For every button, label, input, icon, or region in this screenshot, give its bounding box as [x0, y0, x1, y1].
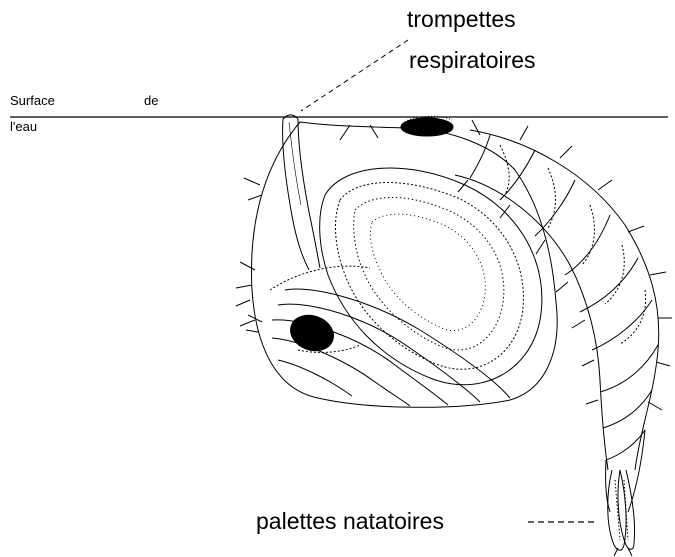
- de-label: de: [144, 94, 158, 107]
- segment-7: [600, 345, 658, 392]
- respiratoires-label: respiratoires: [409, 49, 536, 72]
- cephalothorax-outline: [251, 122, 557, 407]
- abdomen-outline-outer: [470, 130, 659, 470]
- pupa-body: [236, 115, 672, 556]
- trompettes-label: trompettes: [407, 8, 516, 31]
- trumpets-leader-line: [301, 40, 408, 111]
- eau-label: l'eau: [10, 120, 37, 133]
- surface-label: Surface: [10, 94, 55, 107]
- segment-5: [580, 258, 638, 312]
- wing-case-outline: [320, 168, 542, 385]
- eye: [286, 310, 339, 357]
- palettes-natatoires-label: palettes natatoires: [256, 510, 444, 533]
- abdomen-outline-inner: [455, 175, 608, 470]
- dorsal-organ: [401, 118, 453, 136]
- segment-4: [565, 215, 610, 275]
- segment-1: [470, 135, 490, 178]
